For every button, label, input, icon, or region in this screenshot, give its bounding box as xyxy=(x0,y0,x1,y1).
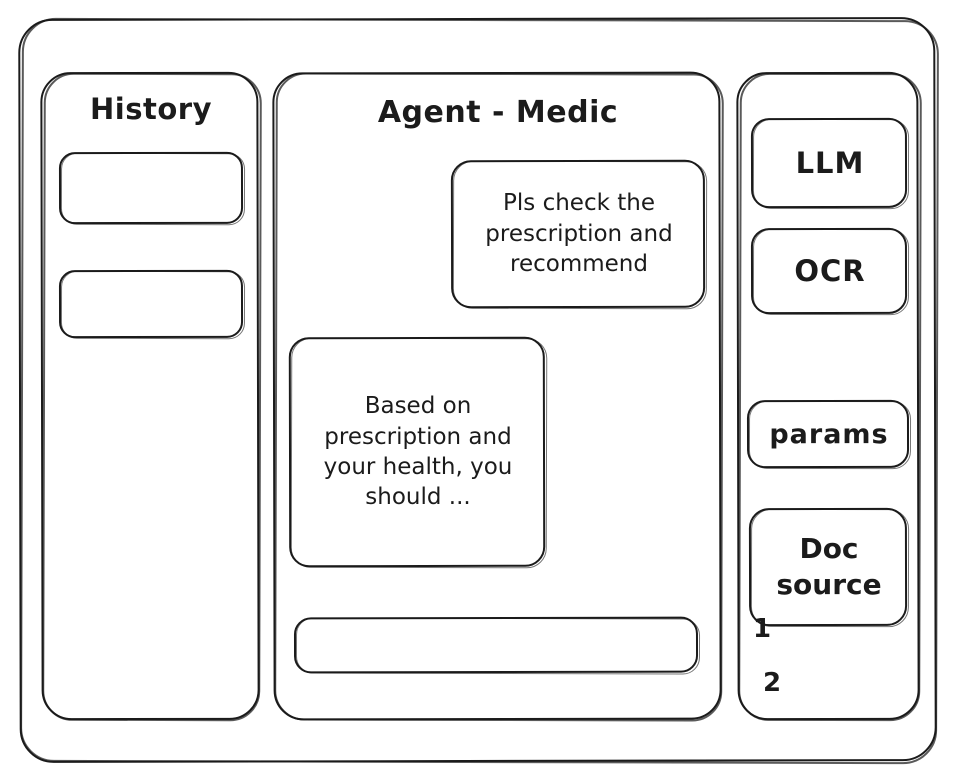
tool-button-llm-label: LLM xyxy=(795,146,865,180)
doc-source-item-2[interactable]: 2 xyxy=(763,668,782,698)
chat-bubble-agent-text: Based on prescription and your health, y… xyxy=(323,393,513,511)
tool-button-ocr-label: OCR xyxy=(794,254,866,288)
doc-source-label: Doc source xyxy=(776,531,882,601)
message-input[interactable] xyxy=(295,617,699,673)
doc-source-item-1[interactable]: 1 xyxy=(753,614,772,644)
tool-button-params[interactable]: params xyxy=(748,400,910,468)
tool-button-params-label: params xyxy=(769,418,889,450)
tool-button-ocr[interactable]: OCR xyxy=(752,228,908,314)
doc-source-card[interactable]: Doc source xyxy=(750,508,908,626)
message-input-placeholder xyxy=(295,634,311,656)
chat-bubble-agent: Based on prescription and your health, y… xyxy=(290,337,546,567)
tool-button-llm[interactable]: LLM xyxy=(752,118,908,208)
page-title: Agent - Medic xyxy=(377,95,619,130)
chat-bubble-user-text: Pls check the prescription and recommend xyxy=(485,190,673,278)
history-panel-title: History xyxy=(90,92,212,126)
history-list-item[interactable] xyxy=(60,152,244,224)
history-list-item[interactable] xyxy=(60,270,244,338)
chat-bubble-user: Pls check the prescription and recommend xyxy=(452,160,706,308)
